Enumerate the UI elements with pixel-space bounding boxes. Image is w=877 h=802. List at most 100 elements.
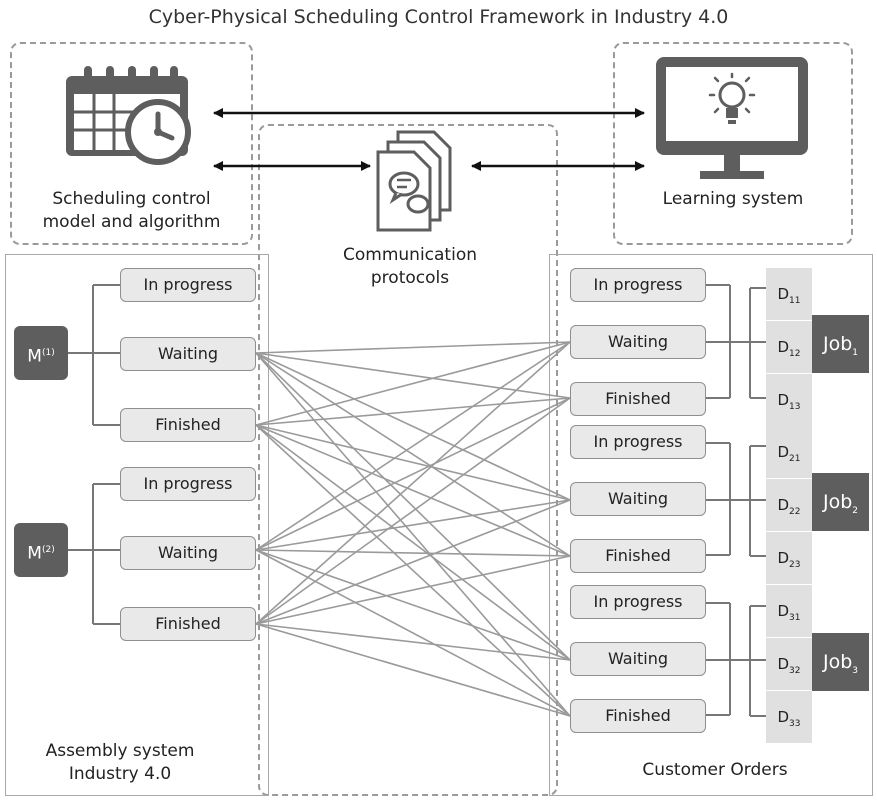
machine1-bracket — [68, 284, 121, 426]
d13-sub: 13 — [789, 402, 801, 412]
d33-cell: D33 — [766, 691, 812, 743]
monitor-lightbulb-icon — [656, 57, 808, 179]
mesh-line-0 — [255, 341, 571, 354]
machine-2-box: M(2) — [14, 523, 68, 577]
machine-1-sup: (1) — [41, 348, 55, 358]
job-1-base: Job — [822, 333, 853, 355]
mesh-line-18 — [255, 341, 571, 625]
d21-base: D — [777, 443, 790, 461]
mesh-line-17 — [255, 549, 571, 717]
machine-2-base: M — [27, 543, 42, 564]
machine-2-sup: (2) — [41, 545, 55, 555]
d33-sub: 33 — [789, 719, 801, 729]
d32-sub: 32 — [789, 666, 801, 676]
machine2-bracket — [68, 483, 121, 625]
job-3-box: Job3 — [812, 633, 869, 691]
mesh-line-6 — [255, 341, 571, 426]
d23-cell: D23 — [766, 532, 812, 584]
d23-sub: 23 — [789, 560, 801, 570]
job-1-sub: 1 — [852, 347, 859, 358]
mesh-line-22 — [255, 623, 571, 661]
d12-cell: D12 — [766, 321, 812, 373]
d12-base: D — [777, 338, 790, 356]
customer-region — [549, 254, 873, 796]
scheduling-label: Scheduling control model and algorithm — [10, 188, 253, 234]
m2-waiting: Waiting — [120, 536, 256, 570]
d21-cell: D21 — [766, 426, 812, 478]
d31-base: D — [777, 602, 790, 620]
mesh-line-9 — [255, 424, 571, 557]
job-1-box: Job1 — [812, 315, 869, 373]
documents-chat-icon — [376, 130, 452, 232]
mesh-line-5 — [255, 352, 571, 717]
communication-label: Communication protocols — [300, 244, 520, 290]
d23-base: D — [777, 549, 790, 567]
learning-region — [613, 42, 853, 245]
m1-waiting: Waiting — [120, 337, 256, 371]
mesh-line-15 — [255, 549, 571, 557]
m2-in-progress: In progress — [120, 467, 256, 501]
job-2-base: Job — [822, 491, 853, 513]
d31-sub: 31 — [789, 613, 801, 623]
d32-base: D — [777, 655, 790, 673]
job-3-base: Job — [822, 651, 853, 673]
mesh-line-16 — [255, 549, 571, 661]
d31-cell: D31 — [766, 585, 812, 637]
mesh-line-1 — [255, 352, 571, 399]
mesh-line-13 — [255, 397, 571, 551]
job-3-sub: 3 — [852, 665, 859, 676]
assembly-label-line1: Assembly system — [45, 741, 195, 761]
customer-label: Customer Orders — [642, 760, 788, 780]
learning-label: Learning system — [662, 189, 804, 209]
job2-in-progress: In progress — [570, 425, 706, 459]
mesh-line-10 — [255, 424, 571, 661]
machine-1-base: M — [27, 346, 42, 367]
job3-in-progress: In progress — [570, 585, 706, 619]
diagram-title: Cyber-Physical Scheduling Control Framew… — [148, 6, 729, 28]
job1-in-progress: In progress — [570, 268, 706, 302]
m1-in-progress: In progress — [120, 268, 256, 302]
assembly-label-line2: Industry 4.0 — [68, 764, 172, 784]
job3-finished: Finished — [570, 699, 706, 733]
mesh-lines — [255, 341, 571, 717]
mesh-line-8 — [255, 424, 571, 501]
d11-sub: 11 — [789, 296, 801, 306]
mesh-line-2 — [255, 352, 571, 501]
d13-cell: D13 — [766, 374, 812, 426]
mesh-line-12 — [255, 341, 571, 551]
mesh-line-20 — [255, 499, 571, 625]
machine-1-box: M(1) — [14, 326, 68, 380]
scheduling-region — [10, 42, 253, 245]
mesh-line-23 — [255, 623, 571, 717]
job1-finished: Finished — [570, 382, 706, 416]
d21-sub: 21 — [789, 454, 801, 464]
job1-waiting: Waiting — [570, 325, 706, 359]
communication-region — [258, 124, 558, 796]
mesh-line-4 — [255, 352, 571, 661]
calendar-clock-icon — [66, 66, 191, 165]
d22-base: D — [777, 496, 790, 514]
job-2-sub: 2 — [852, 505, 859, 516]
d11-base: D — [777, 285, 790, 303]
d22-cell: D22 — [766, 479, 812, 531]
assembly-region — [5, 254, 269, 796]
mesh-line-3 — [255, 352, 571, 557]
scheduling-label-line1: Scheduling control — [52, 189, 211, 209]
mesh-line-21 — [255, 555, 571, 625]
d12-sub: 12 — [789, 349, 801, 359]
d22-sub: 22 — [789, 507, 801, 517]
assembly-label: Assembly system Industry 4.0 — [10, 740, 230, 786]
scheduling-label-line2: model and algorithm — [42, 212, 221, 232]
m1-finished: Finished — [120, 408, 256, 442]
mesh-line-19 — [255, 397, 571, 625]
job-2-box: Job2 — [812, 473, 869, 531]
m2-finished: Finished — [120, 607, 256, 641]
communication-label-line1: Communication — [343, 245, 477, 265]
d13-base: D — [777, 391, 790, 409]
mesh-line-11 — [255, 424, 571, 717]
mesh-line-7 — [255, 397, 571, 426]
job3-waiting: Waiting — [570, 642, 706, 676]
d32-cell: D32 — [766, 638, 812, 690]
d33-base: D — [777, 708, 790, 726]
